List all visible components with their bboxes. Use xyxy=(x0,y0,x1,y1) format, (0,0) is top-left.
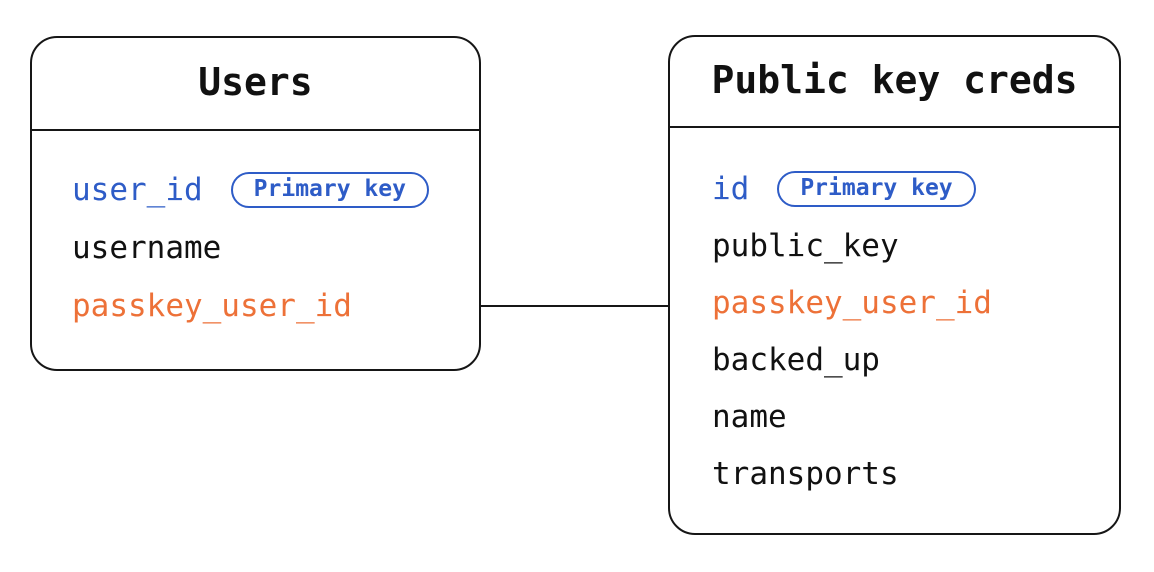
field-row: id Primary key xyxy=(712,160,1119,217)
table-header: Public key creds xyxy=(670,37,1119,128)
field-name: name xyxy=(712,398,787,435)
primary-key-badge: Primary key xyxy=(777,170,976,207)
entity-table-users[interactable]: Users user_id Primary key username passk… xyxy=(30,36,481,371)
field-row: passkey_user_id xyxy=(712,274,1119,331)
table-body: user_id Primary key username passkey_use… xyxy=(32,131,479,369)
field-name: backed_up xyxy=(712,341,880,378)
field-row: passkey_user_id xyxy=(72,277,479,335)
field-name: id xyxy=(712,170,750,207)
field-name: public_key xyxy=(712,227,899,264)
primary-key-badge: Primary key xyxy=(230,172,429,208)
field-name: user_id xyxy=(72,172,203,208)
relationship-line xyxy=(480,305,669,307)
field-row: backed_up xyxy=(712,331,1119,388)
field-name: transports xyxy=(712,455,899,492)
table-header: Users xyxy=(32,38,479,131)
entity-table-public-key-creds[interactable]: Public key creds id Primary key public_k… xyxy=(668,35,1121,535)
field-row: public_key xyxy=(712,217,1119,274)
table-body: id Primary key public_key passkey_user_i… xyxy=(670,128,1119,533)
field-name: username xyxy=(72,230,222,266)
field-row: name xyxy=(712,388,1119,445)
table-title: Public key creds xyxy=(711,57,1078,102)
table-title: Users xyxy=(198,59,313,104)
field-row: transports xyxy=(712,445,1119,502)
field-row: username xyxy=(72,219,479,277)
field-row: user_id Primary key xyxy=(72,161,479,219)
field-name: passkey_user_id xyxy=(712,284,992,321)
field-name: passkey_user_id xyxy=(72,288,352,324)
